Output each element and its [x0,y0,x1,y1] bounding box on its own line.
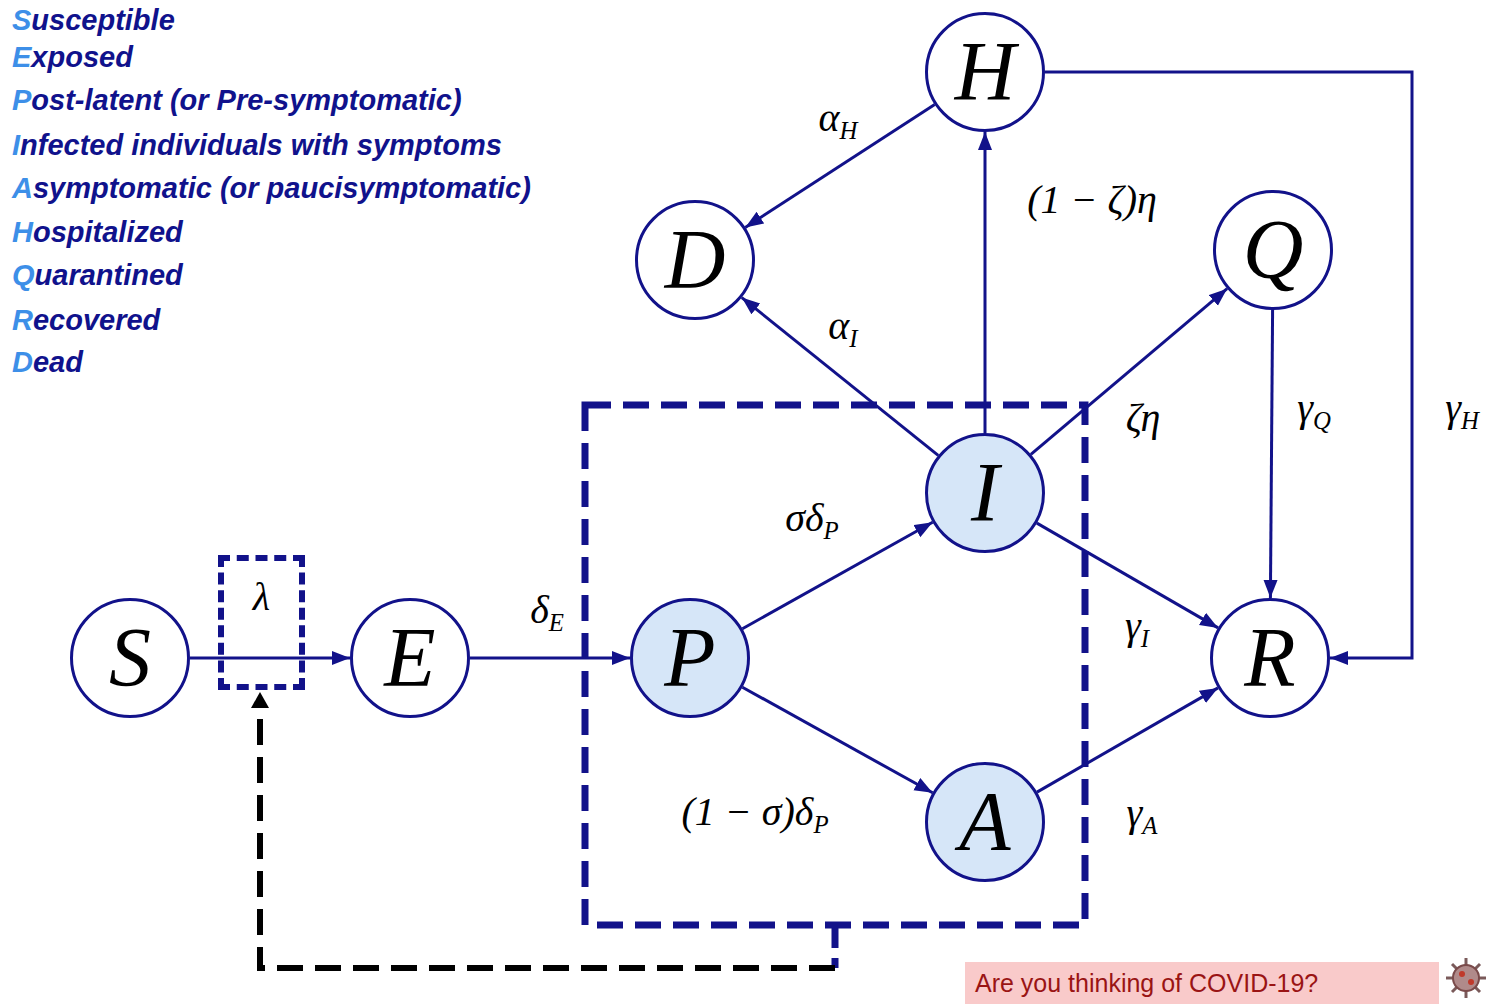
compartment-name: Asymptomatic (or paucisymptomatic) [12,171,531,205]
state-letter: D [665,218,726,302]
rate-label: ζη [1123,396,1164,440]
state-letter: E [384,616,435,700]
rate-label: γQ [1294,386,1334,434]
compartment-name: Susceptible [12,3,175,37]
banner-note: Are you thinking of COVID-19? [965,962,1439,1004]
state-letter: A [959,780,1010,864]
compartment-name: Post-latent (or Pre-symptomatic) [12,83,462,117]
rate-label: αH [816,96,861,144]
subscript: A [1142,812,1157,839]
flow-arrow [745,105,934,228]
subscript: Q [1313,407,1331,434]
state-circle: P [630,598,750,718]
compartment-name: Quarantined [12,258,183,292]
feedback-tab [832,928,839,968]
compartment-name: Infected individuals with symptoms [12,128,502,162]
compartment-name: Recovered [12,303,160,337]
flow-arrow [742,298,938,456]
subscript: P [813,811,828,838]
state-circle: A [925,762,1045,882]
flow-arrow [984,132,987,433]
rate-label: σδP [782,496,841,544]
rate-label: γA [1124,791,1161,839]
subscript: E [549,609,564,636]
flow-arrow [742,687,932,793]
state-letter: H [955,30,1016,114]
rate-label: αI [825,304,860,352]
subscript: I [1141,625,1149,652]
state-letter: P [664,616,715,700]
virus-icon [1446,958,1486,998]
infectious-group-box [585,405,1085,925]
feedback-arrowhead [251,692,269,708]
rate-frame: λ [218,555,305,690]
state-circle: E [350,598,470,718]
rate-label: γI [1122,604,1152,652]
state-letter: I [971,451,999,535]
flow-arrow [190,657,350,660]
feedback-line [260,706,835,968]
state-letter: R [1244,616,1295,700]
state-circle: S [70,598,190,718]
flow-arrow [1031,289,1227,455]
subscript: H [1461,407,1479,434]
state-circle: H [925,12,1045,132]
subscript: I [849,325,857,352]
rate-label: γH [1442,386,1482,434]
flow-arrow [470,657,630,660]
subscript: P [824,517,839,544]
state-letter: S [109,616,151,700]
flow-arrow [1037,688,1218,792]
subscript: H [840,117,858,144]
state-letter: Q [1243,208,1304,292]
flow-arrow [1270,310,1272,598]
state-circle: I [925,433,1045,553]
rate-label: δE [527,588,567,636]
compartment-name: Exposed [12,40,133,74]
flow-arrow [1045,72,1412,658]
rate-label: (1 − ζ)η [1024,178,1160,222]
rate-label: λ [224,575,299,619]
state-circle: D [635,200,755,320]
state-circle: Q [1213,190,1333,310]
state-circle: R [1210,598,1330,718]
compartment-name: Dead [12,345,83,379]
compartment-name: Hospitalized [12,215,183,249]
rate-label: (1 − σ)δP [678,790,831,838]
